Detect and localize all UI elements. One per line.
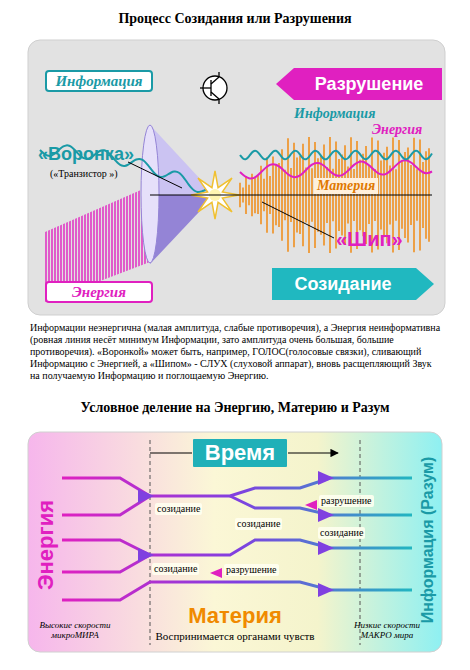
axis-line (150, 194, 432, 195)
title: Процесс Созидания или Разрушения (0, 11, 470, 27)
top-panel (28, 40, 445, 315)
creation-label: созидание (318, 527, 365, 539)
leader-line (128, 162, 182, 188)
arrow-shape (276, 68, 442, 100)
destruction-marks (210, 500, 317, 578)
creation-label: созидание (235, 518, 282, 530)
transistor-symbol (200, 72, 227, 104)
energy-wave (240, 160, 432, 178)
direction-arrow: Созидание (272, 268, 434, 300)
funnel-mouth (141, 125, 159, 263)
box-shape (193, 439, 287, 467)
transistor-note: («Транзистор ») (50, 168, 118, 180)
flow-lanes (62, 478, 412, 600)
node-text: Информация (45, 70, 153, 90)
box-shape (46, 282, 152, 302)
destruction-label: разрушение (319, 495, 374, 507)
direction-arrow: Разрушение (276, 68, 442, 100)
time-box: Время (192, 438, 288, 468)
merge-triangles (138, 471, 334, 597)
information-wave (240, 151, 432, 160)
speed-note: Высокие скорости микроМИРА (34, 620, 116, 641)
divider (360, 440, 361, 645)
leader-line (262, 202, 334, 238)
energy-axis-label: Энергия (33, 500, 58, 590)
time-line (150, 452, 192, 453)
speed-note: Низкие скорости МАКРО мира (352, 620, 422, 641)
energy-label: Энергия (372, 122, 422, 138)
section-heading: Условное деление на Энергию, Материю и Р… (0, 400, 470, 416)
box-shape (46, 71, 152, 91)
label-box: Энергия (45, 281, 153, 303)
information-label: Информация (294, 106, 375, 122)
matter-label: Материя (314, 178, 378, 194)
information-axis-label: Информация (Разум) (419, 457, 437, 624)
funnel-label: «Воронка» (38, 144, 134, 165)
label-box: Информация (45, 70, 153, 92)
node-text: Время (192, 438, 288, 466)
destruction-label: разрушение (224, 564, 279, 576)
caption: Информации неэнергична (малая амплитуда,… (30, 322, 442, 382)
divider (150, 440, 151, 645)
arrow-shape (272, 268, 434, 300)
creation-label: созидание (155, 503, 202, 515)
node-text: Созидание (272, 268, 414, 295)
node-text: Разрушение (296, 68, 442, 95)
node-text: Энергия (45, 281, 153, 301)
time-arrow (288, 452, 338, 453)
spike-label: «Шип» (336, 228, 403, 251)
creation-label: созидание (152, 563, 199, 575)
